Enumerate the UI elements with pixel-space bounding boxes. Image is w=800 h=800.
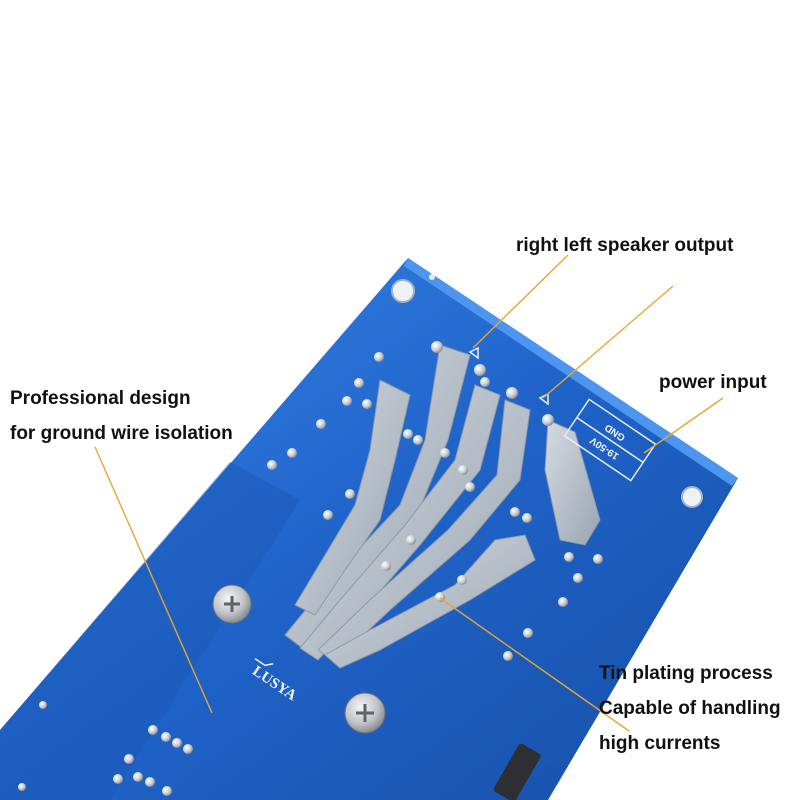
pcb-ground-zone [0, 462, 300, 800]
ground-isolation-label: Professional design for ground wire isol… [10, 381, 233, 451]
tin-traces [284, 344, 601, 669]
speaker-output-label: right left speaker output [516, 235, 734, 256]
solder-joints [18, 341, 603, 796]
ground-isolation-line2: for ground wire isolation [10, 423, 233, 444]
screw [212, 584, 252, 624]
pcb-edge [404, 258, 738, 486]
leader-lines [94, 254, 724, 732]
mount-hole [429, 274, 435, 280]
tin-plating-line3: high currents [599, 733, 721, 754]
speaker-symbol [468, 346, 549, 406]
power-input-label: power input [659, 372, 767, 393]
edge-connector [493, 743, 541, 800]
screw [344, 692, 386, 734]
tin-plating-label: Tin plating process Capable of handling … [599, 656, 781, 761]
tin-plating-line1: Tin plating process [599, 663, 773, 684]
tin-plating-line2: Capable of handling [599, 698, 781, 719]
mount-hole [681, 486, 703, 508]
mount-hole [391, 279, 415, 303]
ground-isolation-line1: Professional design [10, 388, 191, 409]
